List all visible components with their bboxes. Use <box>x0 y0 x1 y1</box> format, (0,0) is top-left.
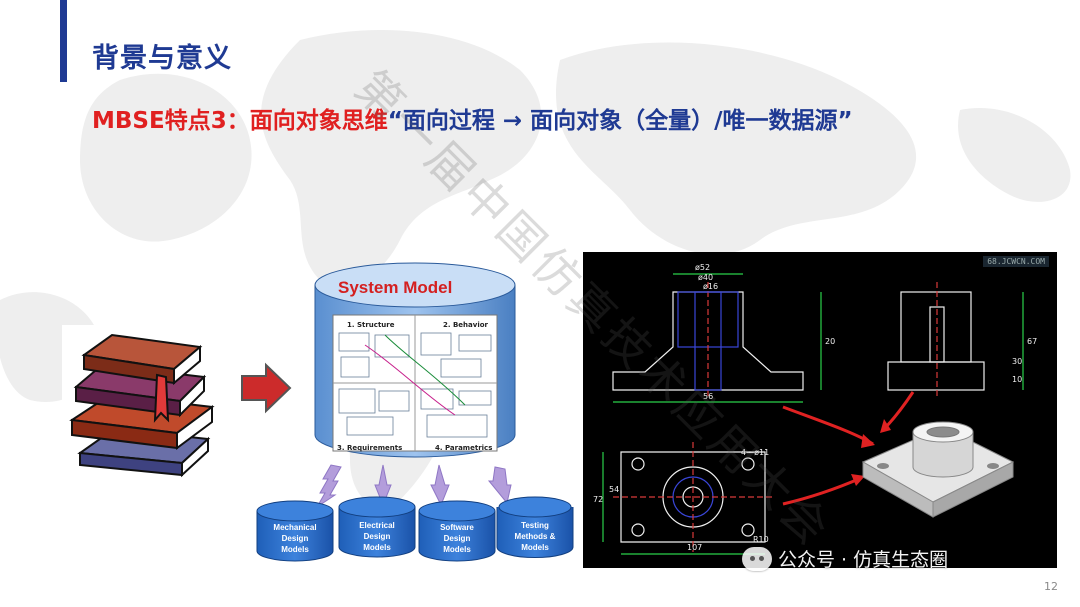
db-label: Design <box>364 532 391 541</box>
arrow-right-icon <box>241 362 292 414</box>
page-number: 12 <box>1044 580 1058 593</box>
cad-drawing: ø52 ø40 ø16 20 56 30 67 10 4—ø11 R10 107… <box>593 263 1037 555</box>
subtitle-prefix: MBSE特点3：面向对象思维 <box>92 108 388 134</box>
books-illustration <box>62 325 222 480</box>
quadrant-label: 1. Structure <box>347 321 395 329</box>
cad-dimension: 30 <box>1012 357 1022 366</box>
cad-dimension: 10 <box>1012 375 1022 384</box>
wechat-icon <box>742 546 772 571</box>
cad-dimension: 20 <box>825 337 835 346</box>
cad-dimension: ø40 <box>698 273 713 282</box>
cad-dimension: 56 <box>703 392 713 401</box>
slide-subtitle: MBSE特点3：面向对象思维“面向过程 → 面向对象（全量）/唯一数据源” <box>92 101 853 135</box>
db-label: Models <box>363 543 391 552</box>
quadrant-label: 2. Behavior <box>443 321 489 329</box>
subtitle-quote: “面向过程 → 面向对象（全量）/唯一数据源” <box>387 108 853 134</box>
db-label: Design <box>282 534 309 543</box>
3d-part-render <box>861 421 1015 518</box>
db-label: Design <box>444 534 471 543</box>
cad-dimension: 72 <box>593 495 603 504</box>
db-label: Testing <box>521 521 549 530</box>
cad-drawing-panel: 68.JCWCN.COM <box>583 252 1057 568</box>
quadrant-label: 3. Requirements <box>337 444 402 452</box>
db-label: Electrical <box>359 521 395 530</box>
wechat-account-mark: 公众号 · 仿真生态圈 <box>742 545 948 572</box>
database-cylinders <box>256 496 574 562</box>
cad-dimension: 107 <box>687 543 702 552</box>
cad-dimension: 54 <box>609 485 619 494</box>
quadrant-label: 4. Parametrics <box>435 444 492 452</box>
db-label: Methods & <box>515 532 556 541</box>
section-title: 背景与意义 <box>92 43 232 74</box>
db-label: Mechanical <box>273 523 316 532</box>
system-model-diagram: System Model 1. Structure 2. Behavior 3.… <box>256 262 574 562</box>
db-label: Models <box>281 545 309 554</box>
db-label: Models <box>521 543 549 552</box>
cad-dimension: 4—ø11 <box>741 448 769 457</box>
cad-dimension: R10 <box>753 535 769 544</box>
cad-dimension: 67 <box>1027 337 1037 346</box>
db-label: Software <box>440 523 474 532</box>
cad-dimension: ø52 <box>695 263 710 272</box>
system-model-title: System Model <box>338 278 452 297</box>
title-accent-bar <box>60 0 67 82</box>
cad-dimension: ø16 <box>703 282 718 291</box>
wechat-account-label: 公众号 · 仿真生态圈 <box>778 549 949 571</box>
cad-corner-label: 68.JCWCN.COM <box>983 256 1049 267</box>
db-label: Models <box>443 545 471 554</box>
